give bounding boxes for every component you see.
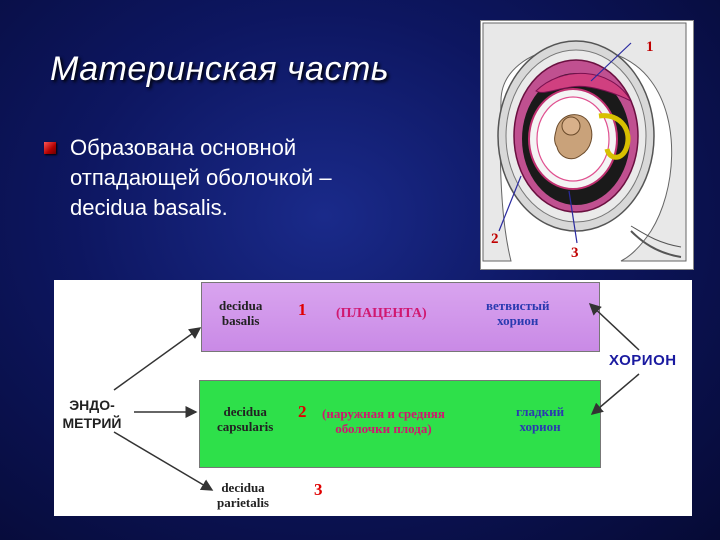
bullet-line: отпадающей оболочкой – <box>70 163 450 193</box>
decidua-scheme: decidua basalis 1 (ПЛАЦЕНТА) ветвистый х… <box>54 280 692 516</box>
illustration-label-1: 1 <box>646 39 654 55</box>
scheme-arrows <box>54 280 692 516</box>
bullet-square-icon <box>44 142 56 154</box>
bullet-text: Образована основной отпадающей оболочкой… <box>70 133 450 223</box>
uterus-drawing: 1 2 3 <box>481 21 693 269</box>
arrow-endometrium-to-basalis <box>114 328 200 390</box>
illustration-label-2: 2 <box>491 231 499 247</box>
slide-title: Материнская часть <box>50 50 389 89</box>
arrow-chorion-to-branched <box>590 304 639 350</box>
arrow-chorion-to-smooth <box>592 374 639 414</box>
arrow-endometrium-to-parietalis <box>114 432 212 490</box>
bullet-line: Образована основной <box>70 133 450 163</box>
bullet-line: decidua basalis. <box>70 193 450 223</box>
illustration-label-3: 3 <box>571 245 579 261</box>
uterus-illustration: 1 2 3 <box>480 20 694 270</box>
